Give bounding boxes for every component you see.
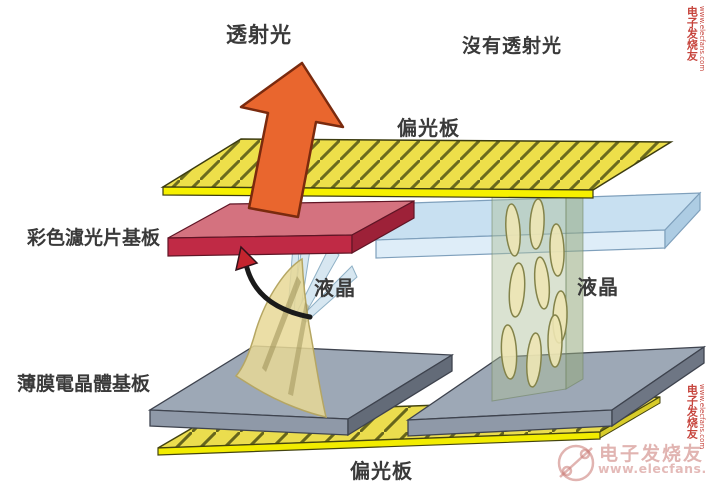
lc-molecule [529,198,545,250]
logo-dot [561,465,573,477]
transmitted-light-arrow [239,61,345,219]
color-filter-side-face [351,199,415,255]
curved-arrow-shaft [244,265,313,320]
watermark-vertical-bottom: 电子发烧友 www.elecfans.com [685,384,706,450]
lc-fan-surface [234,257,328,418]
bottom-polarizer-front-edge [157,431,601,456]
label-transmitted-light: 透射光 [226,23,292,47]
watermark-site-url: www.elecfans.com [598,461,706,476]
lc-molecule [508,262,526,318]
tft-right-side-face [611,345,705,428]
lc-fan-vein [288,302,309,396]
logo-circle [557,444,595,482]
curved-arrow-head [234,245,259,272]
watermark-vertical-name: 电子发烧友 [685,6,699,61]
lc-molecule [505,203,521,257]
glass-side-face [664,191,701,250]
color-filter-substrate-slab [167,199,415,257]
watermark-vertical-url: www.elecfans.com [698,6,706,72]
watermark-vertical-url: www.elecfans.com [698,384,706,450]
label-no-transmitted-light: 沒有透射光 [462,35,563,57]
lc-molecule [533,256,551,310]
tft-left-side-face [347,353,453,437]
label-polarizer-bottom: 偏光板 [350,459,413,483]
color-filter-front-face [167,234,353,257]
label-liquid-crystal-left: 液晶 [314,276,356,300]
logo-dot [579,448,591,460]
elecfans-logo-icon [557,444,595,482]
lc-fan-vein [262,276,301,372]
lc-molecules-vertical [500,198,568,388]
top-polarizer-top-face [160,138,674,191]
bottom-polarizer-side-edge [599,396,661,439]
liquid-crystal-column [491,183,584,402]
lc-molecule [500,324,518,380]
top-polarizer-plate [160,138,674,199]
logo-line [559,447,593,478]
watermark-site-name: 电子发烧友 [599,443,705,465]
light-path-curved-arrow [234,245,313,320]
label-liquid-crystal-right: 液晶 [577,275,619,299]
lc-molecule [526,332,542,388]
tft-substrate-right-slab [405,345,706,437]
label-color-filter-substrate: 彩色濾光片基板 [27,227,161,249]
lc-molecule [549,223,565,277]
label-polarizer-top: 偏光板 [397,116,460,140]
lc-molecule [547,314,563,368]
label-tft-substrate: 薄膜電晶體基板 [17,373,151,395]
liquid-crystal-twisted-fan [234,238,358,418]
watermark-vertical-name: 电子发烧友 [685,384,699,439]
watermark-vertical-top: 电子发烧友 www.elecfans.com [685,6,706,72]
